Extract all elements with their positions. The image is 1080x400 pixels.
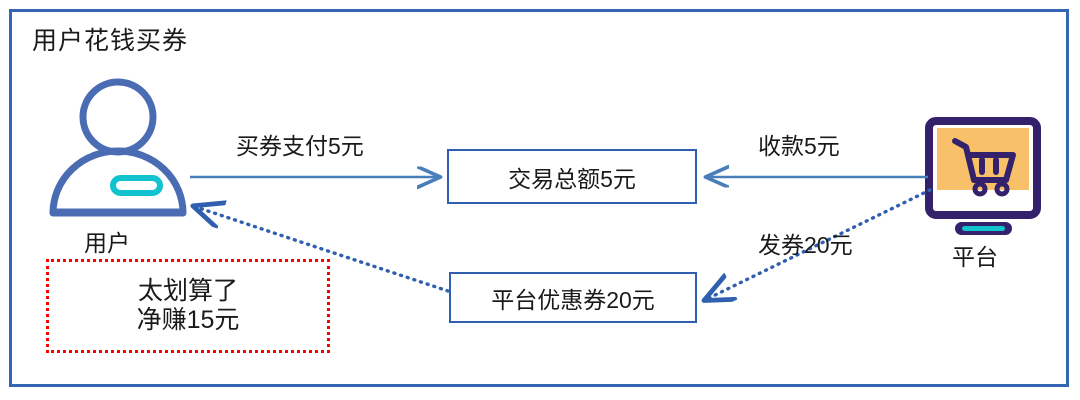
shopping-cart-monitor-icon: [925, 117, 1041, 235]
diagram-outer-frame: [9, 9, 1069, 387]
cart-glyph: [952, 138, 1016, 197]
edge-issue-arrow: [707, 188, 932, 299]
callout-user-benefit: 太划算了 净赚15元: [46, 259, 330, 353]
box-platform-coupon[interactable]: 平台优惠券20元: [449, 272, 697, 323]
edge-label-pay: 买券支付5元: [236, 133, 364, 159]
callout-line-2: 净赚15元: [136, 306, 240, 334]
box-platform-coupon-label: 平台优惠券20元: [491, 286, 655, 313]
node-caption-platform: 平台: [952, 244, 998, 270]
box-transaction-total-label: 交易总额5元: [508, 165, 636, 192]
edge-benefit-arrow: [196, 207, 450, 293]
user-avatar-icon: [49, 78, 187, 217]
diagram-title: 用户花钱买券: [32, 27, 189, 55]
callout-line-1: 太划算了: [137, 276, 238, 305]
node-caption-user: 用户: [84, 230, 130, 256]
edge-label-receive: 收款5元: [758, 133, 840, 159]
edge-label-issue: 发券20元: [758, 232, 853, 258]
box-transaction-total[interactable]: 交易总额5元: [447, 149, 697, 204]
